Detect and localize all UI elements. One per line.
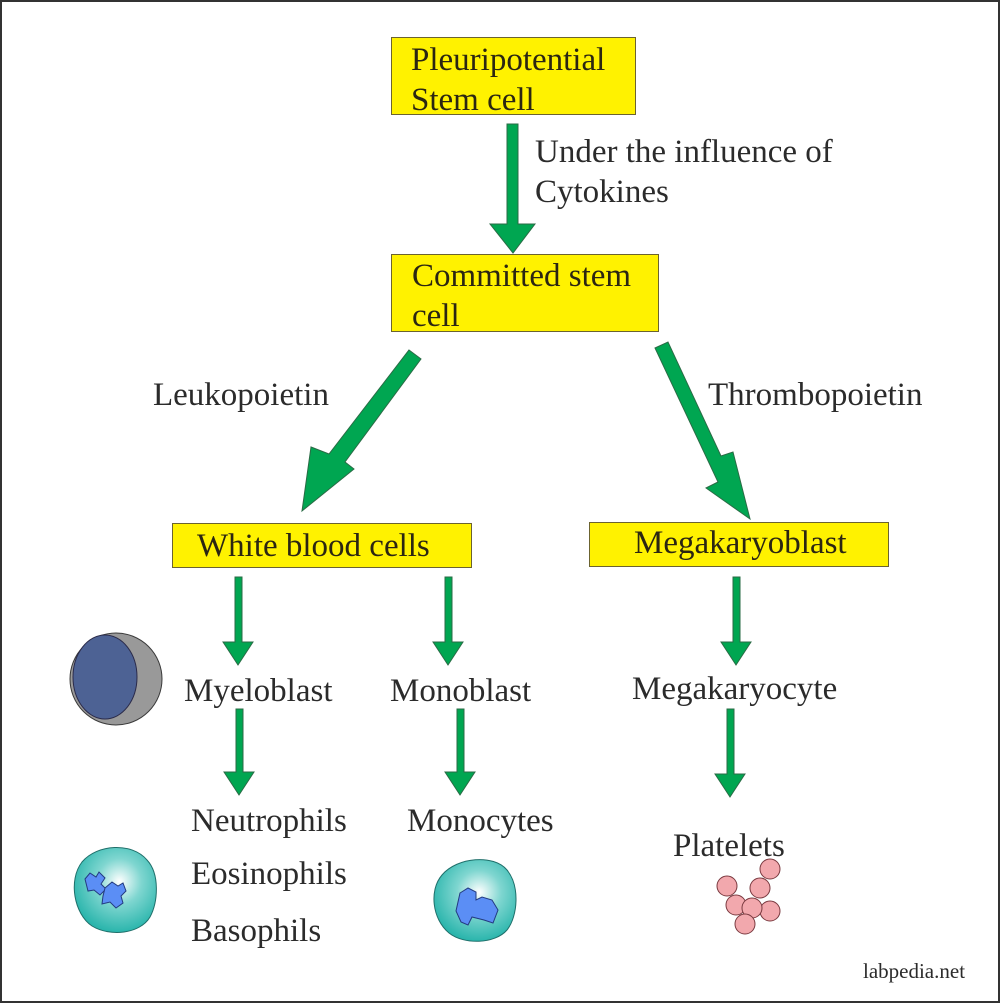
node-committed-line2: cell xyxy=(412,298,460,334)
node-pleuripotential-line2: Stem cell xyxy=(411,82,535,118)
arrow-leukopoietin xyxy=(301,349,422,513)
label-monoblast: Monoblast xyxy=(390,673,532,709)
arrow-megakaryocyte-to-platelets xyxy=(714,708,746,798)
arrow-monoblast-to-monocytes xyxy=(444,708,476,796)
label-basophils: Basophils xyxy=(191,913,322,949)
arrow-megakaryoblast-to-megakaryocyte xyxy=(720,576,752,666)
label-myeloblast: Myeloblast xyxy=(184,673,333,709)
granulocyte-cell-icon xyxy=(73,847,157,933)
arrow-stem-to-committed xyxy=(488,123,537,254)
label-eosinophils: Eosinophils xyxy=(191,856,347,892)
label-cytokines-line1: Under the influence of xyxy=(535,134,833,170)
label-leukopoietin: Leukopoietin xyxy=(153,377,329,413)
label-thrombopoietin: Thrombopoietin xyxy=(708,377,923,413)
node-committed-line1: Committed stem xyxy=(412,258,632,294)
arrow-wbc-to-monoblast xyxy=(432,576,464,666)
label-monocytes: Monocytes xyxy=(407,803,554,839)
arrow-wbc-to-myeloblast xyxy=(222,576,254,666)
node-wbc-label: White blood cells xyxy=(197,528,430,564)
arrow-myeloblast-to-granulocytes xyxy=(223,708,255,796)
node-committed-stem-cell: Committed stem cell xyxy=(391,254,659,334)
label-neutrophils: Neutrophils xyxy=(191,803,347,839)
monocyte-cell-icon xyxy=(433,859,517,942)
arrow-thrombopoietin xyxy=(654,341,751,521)
label-platelets: Platelets xyxy=(673,828,785,864)
node-white-blood-cells: White blood cells xyxy=(172,523,472,568)
platelets-icon xyxy=(716,858,781,935)
node-pleuripotential-line1: Pleuripotential xyxy=(411,42,606,78)
label-cytokines-line2: Cytokines xyxy=(535,174,669,210)
myeloblast-cell-icon xyxy=(69,632,163,726)
watermark: labpedia.net xyxy=(863,959,966,983)
node-megakaryoblast: Megakaryoblast xyxy=(589,522,889,567)
node-megakaryoblast-label: Megakaryoblast xyxy=(634,525,847,561)
label-megakaryocyte: Megakaryocyte xyxy=(632,671,838,707)
node-pleuripotential-stem-cell: Pleuripotential Stem cell xyxy=(391,37,636,118)
